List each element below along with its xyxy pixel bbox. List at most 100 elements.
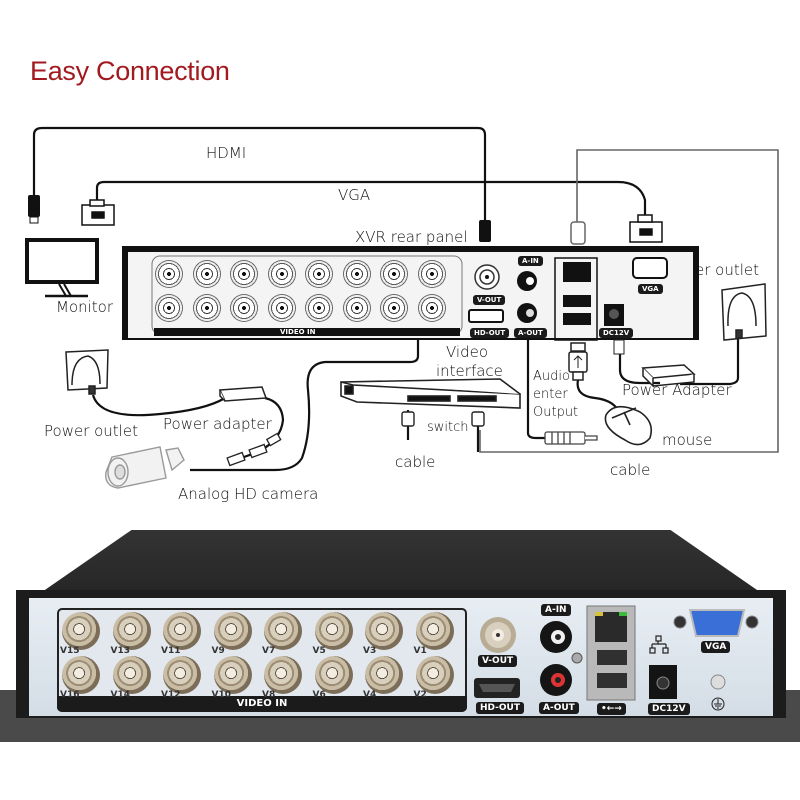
diagram-hdmi-port (468, 309, 504, 323)
diagram-bnc-port-v1 (417, 260, 446, 288)
dc-plug-icon (613, 339, 625, 355)
channel-label: V13 (110, 646, 131, 656)
diagram-a-out-label: A-OUT (514, 328, 547, 338)
bnc-port-v14 (112, 656, 151, 694)
bnc-port-v16 (62, 656, 100, 694)
diagram-usb-port-2 (563, 313, 591, 325)
channel-label: V5 (312, 646, 326, 656)
diagram-bnc-port-v4 (380, 294, 408, 322)
diagram-title: Easy Connection (30, 56, 230, 86)
bnc-port-v9 (213, 612, 252, 650)
lan-led-right (619, 612, 627, 616)
power-cable-right (680, 330, 740, 386)
diagram-vga-label: VGA (638, 284, 663, 294)
audio-label-2: enter (533, 387, 568, 402)
vga-label: VGA (701, 641, 731, 653)
channel-label: V14 (110, 690, 131, 700)
analog-camera-icon (105, 446, 185, 489)
diagram-bnc-port-v2 (417, 294, 446, 322)
diagram-a-in-port (517, 271, 537, 291)
switch-label: switch (427, 420, 469, 435)
channel-label: V11 (161, 646, 181, 656)
rj45-plug-right-icon (471, 411, 485, 427)
diagram-bnc-port-v9 (267, 260, 296, 288)
channel-label: V2 (413, 690, 427, 700)
bnc-port-v10 (213, 656, 252, 694)
channel-label: V6 (312, 690, 326, 700)
bnc-port-v15 (62, 612, 100, 650)
usb-port-1 (597, 650, 627, 665)
diagram-bnc-port-v5 (342, 260, 371, 288)
channel-label: V15 (60, 646, 80, 656)
usb-plug-bottom-icon (568, 342, 588, 381)
diagram-bnc-port-v7 (305, 260, 333, 288)
cable-left-label: cable (395, 453, 436, 471)
diagram-usb-port-1 (563, 295, 591, 307)
monitor-icon (25, 238, 99, 298)
diagram-bnc-port-v10 (267, 294, 296, 322)
diagram-vga-port (632, 257, 668, 279)
camera-connectors-icon (226, 432, 282, 467)
channel-label: V10 (211, 690, 232, 700)
vga-plug-left-icon (81, 199, 115, 226)
mouse-label: mouse (662, 431, 713, 449)
v-out-label: V-OUT (478, 655, 518, 667)
bnc-port-v4 (365, 656, 403, 694)
screw-icon (571, 652, 583, 664)
diagram-lan-port (563, 262, 591, 282)
power-adapter-right-icon (641, 364, 696, 388)
diagram-bnc-port-v12 (230, 294, 258, 322)
bnc-port-v3 (365, 612, 403, 650)
hd-out-port (474, 678, 520, 698)
diagram-bnc-port-v3 (380, 260, 408, 288)
power-adapter-left-label: Power adapter (163, 415, 272, 433)
dc12v-label: DC12V (648, 703, 690, 715)
video-interface-label-1: Video (446, 343, 489, 361)
power-outlet-left-label: Power outlet (44, 422, 138, 440)
video-in-label: VIDEO IN (57, 696, 467, 712)
channel-label: V4 (363, 690, 377, 700)
video-interface-label-2: interface (436, 362, 503, 380)
vga-label: VGA (338, 186, 371, 204)
rj45-plug-left-icon (401, 411, 415, 427)
cable-right-label: cable (610, 461, 651, 479)
hdmi-label: HDMI (206, 144, 247, 162)
camera-video-cable (190, 340, 420, 472)
network-icon (649, 635, 669, 654)
diagram-bnc-port-v14 (192, 294, 221, 322)
bnc-port-v5 (314, 612, 353, 650)
hdmi-plug-left-icon (28, 195, 40, 224)
diagram-lan-usb-block (554, 257, 598, 341)
audio-label-3: Output (533, 405, 579, 420)
diagram-bnc-port-v6 (342, 294, 371, 322)
diagram-bnc-port-v15 (155, 260, 183, 288)
diagram-a-out-port (517, 303, 537, 323)
power-outlet-right-label: er outlet (695, 261, 760, 279)
vga-screw-right (745, 615, 759, 629)
power-adapter-left-icon (218, 386, 268, 402)
a-in-port (540, 621, 572, 653)
a-out-label: A-OUT (539, 702, 579, 714)
a-in-label: A-IN (541, 604, 571, 616)
diagram-bnc-port-v8 (305, 294, 333, 322)
bnc-port-v13 (112, 612, 151, 650)
diagram-v-out-label: V-OUT (473, 295, 506, 305)
diagram-a-in-label: A-IN (518, 256, 543, 266)
channel-label: V16 (60, 690, 80, 700)
usb-cable (479, 149, 779, 453)
mouse-icon (604, 405, 653, 446)
vga-cable (95, 180, 647, 215)
vga-port (688, 609, 746, 637)
diagram-v-out-port (474, 264, 500, 290)
power-outlet-right-icon (721, 283, 767, 341)
bnc-port-v2 (415, 656, 454, 694)
channel-label: V3 (363, 646, 377, 656)
diagram-bnc-port-v13 (192, 260, 221, 288)
audio-plug-icon (544, 431, 598, 445)
channel-label: V8 (262, 690, 276, 700)
bnc-port-v11 (163, 612, 201, 650)
hdmi-cable (32, 126, 487, 220)
vga-screw-left (673, 615, 687, 629)
lan-port (595, 612, 627, 642)
